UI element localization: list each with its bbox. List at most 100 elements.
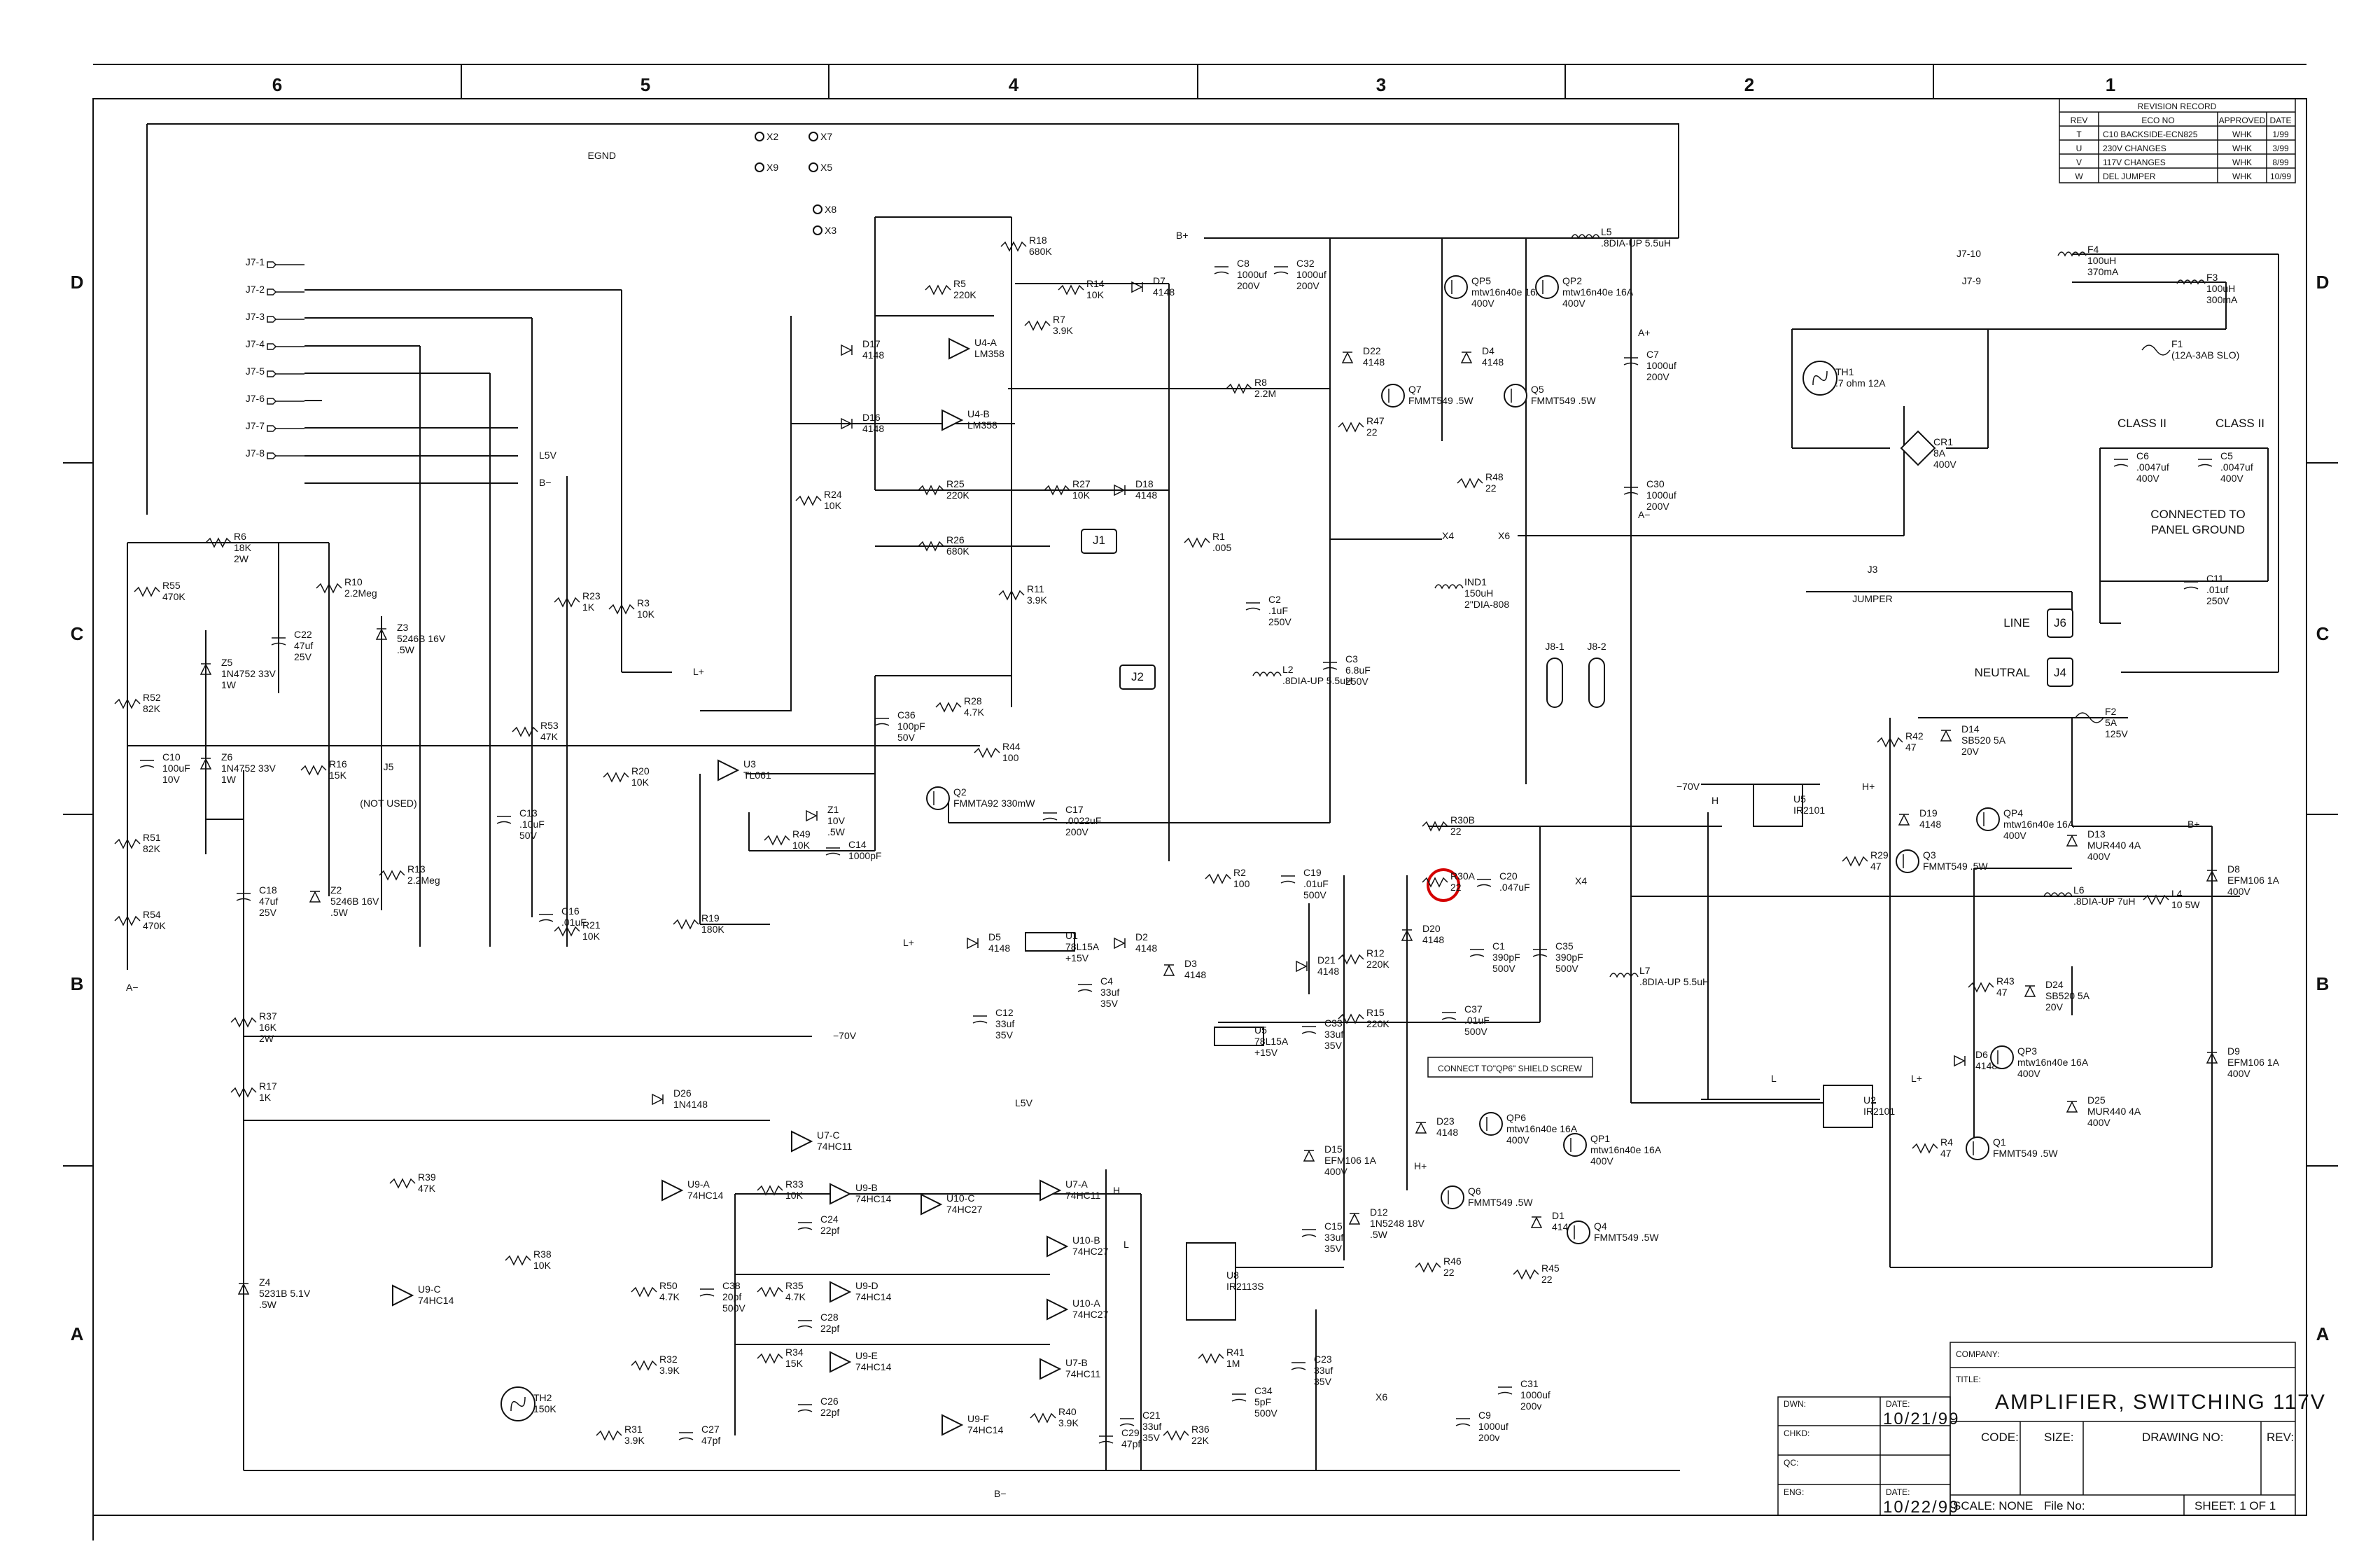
part-value-label: +15V [1254, 1047, 1278, 1058]
screw-note: CONNECT TO"QP6" SHIELD SCREW [1438, 1064, 1583, 1073]
part-value-label: 125V [2105, 728, 2128, 739]
transistor-symbol [1381, 384, 1405, 408]
inductor-symbol [2057, 251, 2087, 257]
resistor-symbol [554, 597, 580, 608]
part-value-label: 400V [2136, 473, 2160, 484]
part-value-label: FMMT549 .5W [1468, 1197, 1533, 1208]
resistor-symbol [603, 772, 629, 783]
part-value-label: 78L15A [1065, 941, 1100, 952]
part-ref-label: U7-B [1065, 1357, 1088, 1368]
part-value-label: 390pF [1555, 952, 1583, 963]
diode-symbol [1131, 281, 1143, 293]
resistor-symbol [389, 1178, 416, 1189]
zone-labels: 6 5 4 3 2 1 D C B A D C B A [71, 74, 2330, 1344]
part-value-label: 4148 [1317, 966, 1339, 977]
capacitor-plate [1623, 362, 1639, 366]
zone-col-5: 5 [640, 74, 650, 95]
connector-j7-6: J7-6 [246, 393, 304, 405]
part-value-label: 74HC14 [687, 1190, 724, 1201]
connector-j7-7: J7-7 [246, 420, 304, 432]
part-ref-label: D20 [1422, 923, 1441, 934]
drawing-title: AMPLIFIER, SWITCHING 117V [1995, 1391, 2326, 1414]
resistor-symbol [764, 835, 790, 846]
resistor-symbol [1198, 1353, 1224, 1364]
inductor-symbol [2176, 279, 2206, 285]
revision-cell: T [2076, 130, 2082, 139]
part-value-label: 4148 [1153, 286, 1175, 298]
part-value-label: IR2101 [1863, 1106, 1895, 1117]
connector-label: J7-3 [246, 311, 265, 322]
part-ref-label: R13 [407, 863, 426, 875]
egnd-label: EGND [588, 150, 616, 161]
part-ref-label: U10-A [1072, 1298, 1100, 1309]
part-value-label: 400V [2227, 1068, 2250, 1079]
part-value-label: 74HC11 [1065, 1190, 1101, 1201]
net-b-minus-2: B− [994, 1488, 1007, 1499]
component-labels: R18680KR1410KD74148R5220KR73.9KD174148U4… [114, 226, 2280, 1449]
part-value-label: 500V [1492, 963, 1516, 974]
resistor-symbol [114, 838, 141, 849]
part-ref-label: R24 [824, 489, 842, 500]
part-value-label: 400V [1324, 1166, 1348, 1177]
part-ref-label: QP3 [2017, 1045, 2037, 1057]
resistor-symbol [230, 1087, 257, 1098]
part-value-label: 50V [519, 830, 538, 841]
part-ref-label: Q6 [1468, 1185, 1481, 1197]
zone-row-d-right: D [2316, 272, 2330, 293]
part-ref-label: CR1 [1933, 436, 1953, 447]
part-ref-label: R37 [259, 1010, 277, 1022]
capacitor-plate [139, 765, 155, 768]
part-ref-label: D23 [1436, 1115, 1455, 1127]
part-value-label: 74HC27 [946, 1204, 983, 1215]
part-value-label: 400V [2087, 1117, 2110, 1128]
resistor-symbol [1338, 1013, 1364, 1024]
part-value-label: .1uF [1268, 605, 1288, 616]
part-ref-label: D25 [2087, 1094, 2106, 1106]
part-value-label: 74HC27 [1072, 1246, 1109, 1257]
part-value-label: .8DIA-UP 7uH [2073, 896, 2135, 907]
part-value-label: 680K [946, 545, 969, 557]
part-ref-label: D6 [1975, 1049, 1988, 1060]
part-ref-label: U9-C [418, 1284, 441, 1295]
part-value-label: MUR440 4A [2087, 840, 2141, 851]
resistor-symbol [974, 747, 1000, 758]
net-l-plus-2: L+ [903, 937, 914, 948]
sheet-label: SHEET: 1 OF 1 [2194, 1499, 2276, 1512]
part-value-label: 100uH [2206, 283, 2235, 294]
part-value-label: 4148 [1422, 934, 1444, 945]
part-value-label: 250V [2206, 595, 2230, 606]
part-value-label: 33uf [1324, 1232, 1343, 1243]
connector-j7-1: J7-1 [246, 256, 304, 268]
part-value-label: 400V [2003, 830, 2026, 841]
part-value-label: 400V [1506, 1134, 1530, 1146]
resistor-symbol [1422, 821, 1448, 832]
diode-symbol [1303, 1150, 1315, 1162]
part-value-label: 5pF [1254, 1396, 1271, 1407]
part-value-label: EFM106 1A [1324, 1155, 1377, 1166]
part-value-label: EFM106 1A [2227, 1057, 2280, 1068]
gate-symbol [1046, 1235, 1069, 1258]
terminal-x7 [808, 132, 818, 141]
transistor-symbol [1563, 1133, 1587, 1157]
part-ref-label: Q5 [1531, 384, 1544, 395]
part-ref-label: U1 [1065, 930, 1078, 941]
part-ref-label: C34 [1254, 1385, 1273, 1396]
part-ref-label: U5 [1793, 793, 1806, 805]
diode-symbol [1114, 937, 1126, 950]
part-value-label: .005 [1212, 542, 1231, 553]
part-value-label: 74HC14 [855, 1291, 892, 1302]
